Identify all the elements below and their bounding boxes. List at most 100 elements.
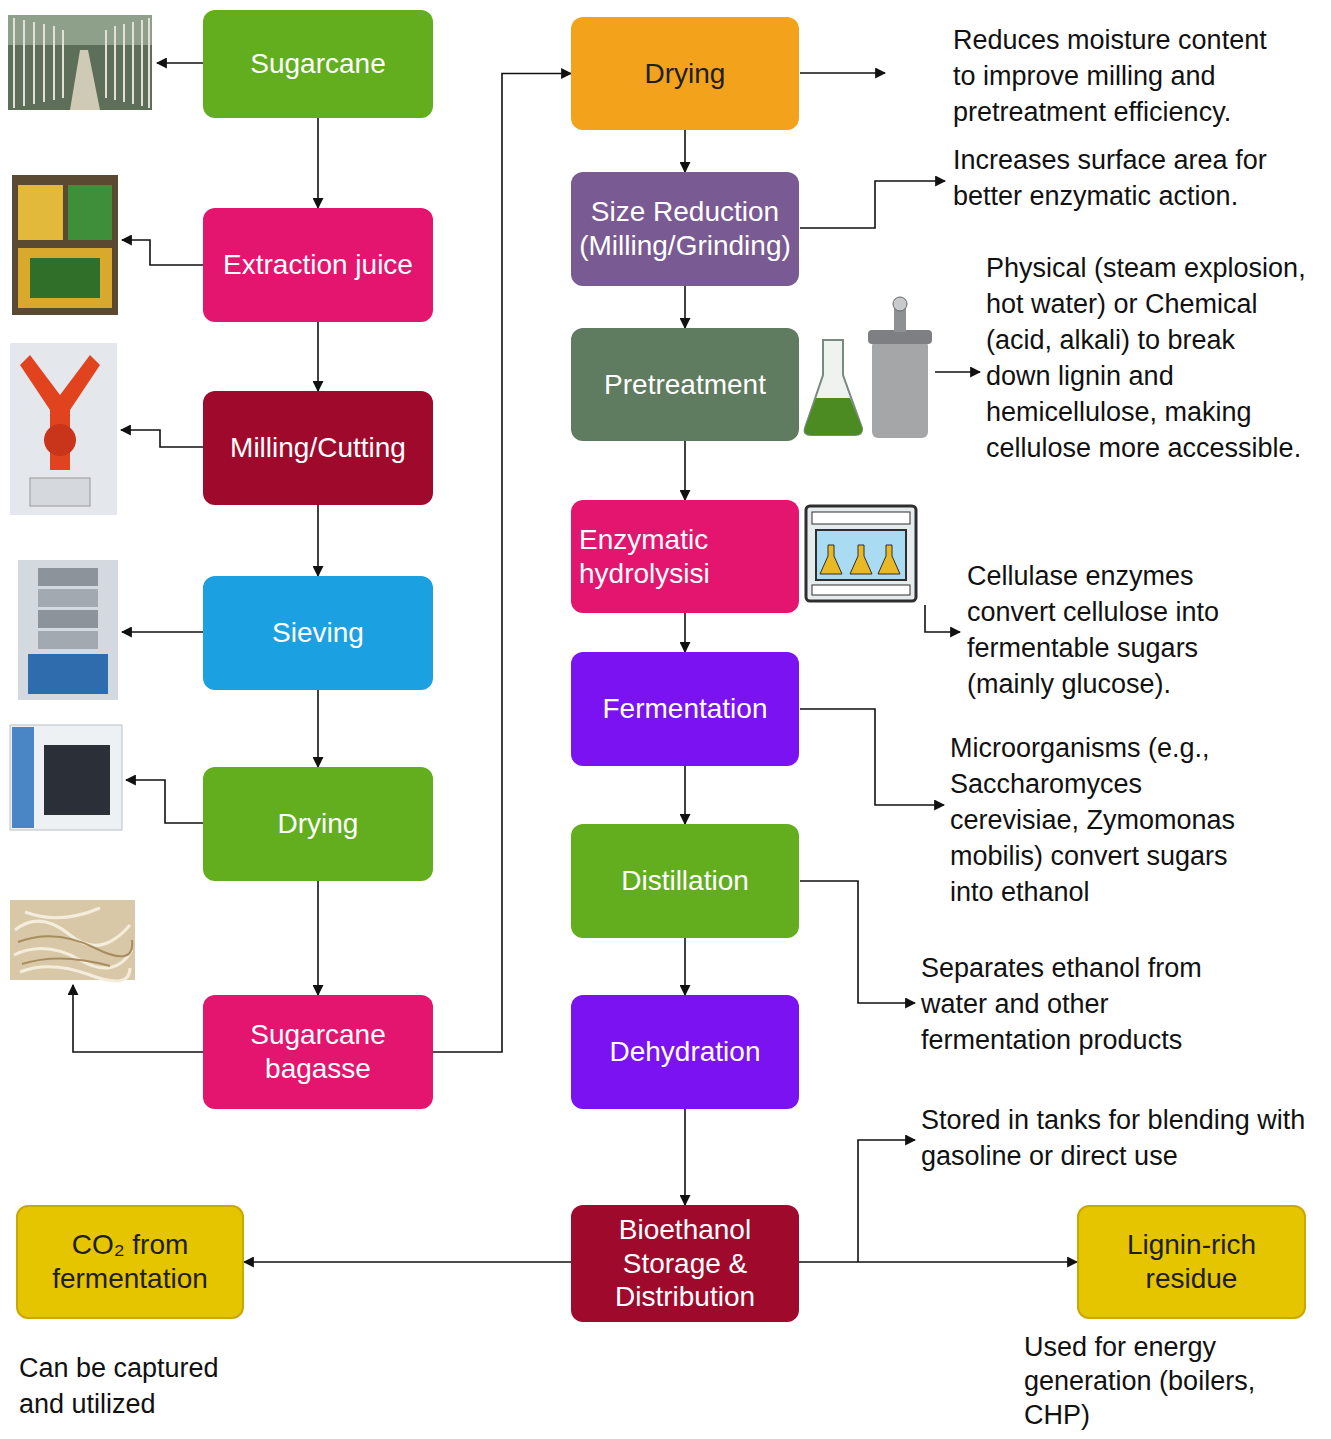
- autoclave-icon: [872, 340, 928, 438]
- flow-arrow: [684, 286, 686, 328]
- sieve-shaker-photo: [28, 654, 108, 694]
- bagasse-photo: [18, 936, 132, 966]
- process-box: Milling/Cutting: [203, 391, 433, 505]
- flow-arrow: [684, 938, 686, 995]
- autoclave-icon: [893, 297, 907, 311]
- bagasse-photo: [18, 936, 132, 956]
- node-label: Pretreatment: [579, 368, 791, 402]
- process-box: CO₂ from fermentation: [16, 1205, 244, 1319]
- bagasse-photo: [15, 921, 130, 945]
- leader-line: [800, 72, 885, 74]
- incubator-icon: [812, 512, 910, 524]
- process-box: Bioethanol Storage & Distribution: [571, 1205, 799, 1322]
- node-label: Fermentation: [579, 692, 791, 726]
- flow-arrow: [684, 1109, 686, 1205]
- incubator-icon: [806, 506, 916, 601]
- juice-extractor-photo: [12, 175, 118, 315]
- process-box: Enzymatic hydrolysisi: [571, 500, 799, 613]
- cutting-mill-photo: [44, 424, 76, 456]
- autoclave-icon: [868, 330, 932, 344]
- process-box: Drying: [203, 767, 433, 881]
- flow-arrow: [433, 74, 571, 1053]
- flow-arrow: [317, 690, 319, 767]
- flow-arrow: [799, 1261, 1077, 1263]
- incubator-icon: [850, 545, 872, 574]
- node-label: Size Reduction (Milling/Grinding): [579, 195, 791, 262]
- drying-oven-photo: [12, 727, 34, 828]
- sugarcane-field-photo: [8, 15, 152, 110]
- drying-oven-photo: [10, 725, 122, 830]
- node-label: Bioethanol Storage & Distribution: [579, 1213, 791, 1314]
- juice-extractor-photo: [30, 258, 100, 298]
- autoclave-icon: [894, 308, 906, 332]
- node-label: Sieving: [211, 616, 425, 650]
- leader-line: [157, 62, 203, 64]
- node-label: Milling/Cutting: [211, 431, 425, 465]
- juice-extractor-photo: [68, 185, 112, 240]
- annotation-text: Can be captured and utilized: [19, 1350, 259, 1422]
- drying-oven-photo: [44, 745, 110, 815]
- node-label: CO₂ from fermentation: [45, 1228, 215, 1295]
- sugarcane-field-photo: [148, 18, 150, 108]
- process-box: Sugarcane: [203, 10, 433, 118]
- process-box: Distillation: [571, 824, 799, 938]
- annotation-text: Increases surface area for better enzyma…: [953, 142, 1313, 214]
- leader-line: [122, 631, 203, 633]
- juice-extractor-photo: [12, 175, 118, 315]
- node-label: Distillation: [579, 864, 791, 898]
- bagasse-photo: [20, 967, 130, 981]
- sugarcane-field-photo: [8, 15, 152, 110]
- leader-line: [73, 985, 203, 1052]
- drying-oven-photo: [10, 725, 122, 830]
- flask-icon: [805, 398, 863, 435]
- sugarcane-field-photo: [105, 30, 107, 98]
- process-box: Sieving: [203, 576, 433, 690]
- annotation-text: Cellulase enzymes convert cellulose into…: [967, 558, 1267, 702]
- process-box: Sugarcane bagasse: [203, 995, 433, 1109]
- annotation-text: Microorganisms (e.g., Saccharomyces cere…: [950, 730, 1270, 910]
- sugarcane-field-photo: [114, 26, 116, 100]
- leader-line: [800, 881, 915, 1003]
- sieve-shaker-photo: [18, 560, 118, 700]
- node-label: Sugarcane: [211, 47, 425, 81]
- sugarcane-field-photo: [14, 18, 149, 108]
- flow-arrow: [317, 505, 319, 576]
- sieve-shaker-photo: [38, 610, 98, 628]
- flow-arrow: [317, 322, 319, 391]
- bagasse-photo: [10, 900, 135, 981]
- annotation-text: Reduces moisture content to improve mill…: [953, 22, 1293, 130]
- sugarcane-field-photo: [141, 20, 143, 106]
- flask-icon: [805, 340, 863, 435]
- incubator-icon: [878, 545, 900, 574]
- sugarcane-field-photo: [13, 18, 15, 108]
- cutting-mill-photo: [10, 343, 117, 515]
- flow-arrow: [684, 766, 686, 824]
- flow-arrow: [684, 130, 686, 172]
- process-box: Dehydration: [571, 995, 799, 1109]
- leader-line: [858, 1140, 915, 1262]
- process-box: Pretreatment: [571, 328, 799, 441]
- cutting-mill-photo: [10, 343, 117, 515]
- incubator-icon: [806, 506, 916, 601]
- node-label: Enzymatic hydrolysisi: [579, 523, 791, 590]
- incubator-icon: [816, 530, 906, 580]
- sugarcane-field-photo: [70, 50, 100, 110]
- incubator-icon: [820, 545, 842, 574]
- flask-icon: [805, 340, 863, 435]
- sugarcane-field-photo: [123, 24, 125, 102]
- process-box: Drying: [571, 17, 799, 130]
- process-box: Fermentation: [571, 652, 799, 766]
- cutting-mill-photo: [30, 478, 90, 506]
- flow-arrow: [317, 881, 319, 995]
- leader-line: [126, 780, 203, 823]
- node-label: Lignin-rich residue: [1087, 1228, 1296, 1295]
- bagasse-photo: [14, 949, 132, 968]
- bagasse-photo: [22, 958, 110, 966]
- leader-line: [935, 371, 980, 373]
- sieve-shaker-photo: [38, 568, 98, 586]
- juice-extractor-photo: [18, 248, 112, 308]
- leader-line: [122, 240, 203, 265]
- sugarcane-field-photo: [23, 20, 25, 106]
